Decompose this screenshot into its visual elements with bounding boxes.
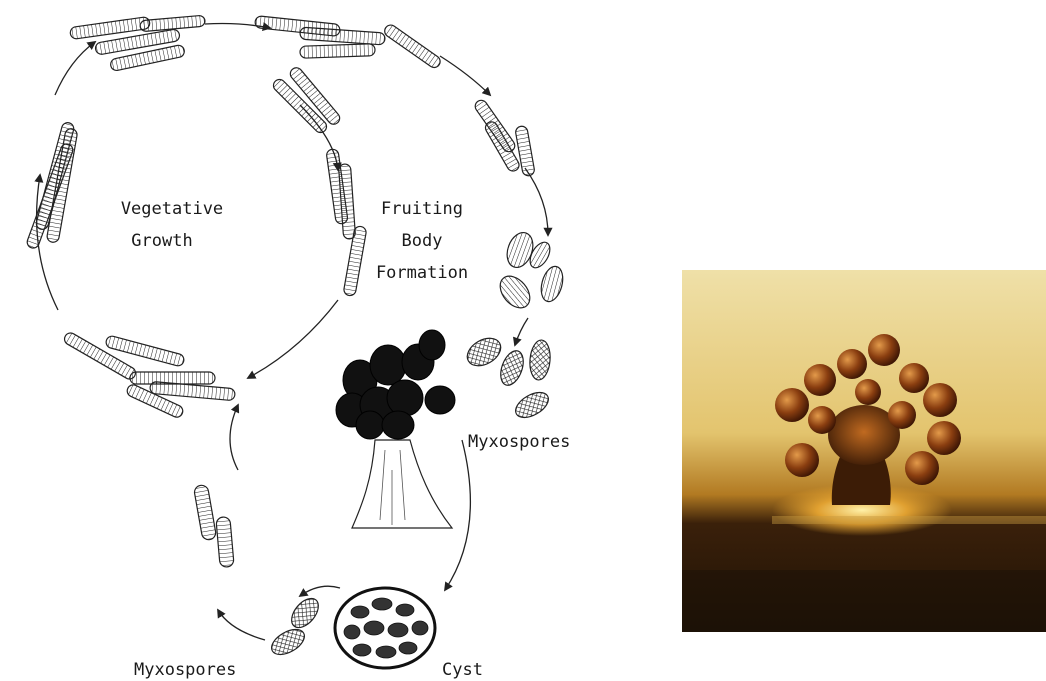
arrow-right-down-1 [440, 56, 490, 95]
rod-cell [300, 27, 386, 45]
rod-cell [338, 164, 355, 240]
rod-cell [216, 516, 234, 567]
arrow-right-down-3 [515, 318, 528, 345]
life-cycle-diagram: Vegetative Growth Fruiting Body Formatio… [0, 0, 700, 681]
cyst [335, 588, 435, 668]
myxospores-right [462, 333, 552, 423]
myxospore [286, 594, 323, 633]
rod-cell [130, 372, 215, 384]
forming-spores [494, 229, 566, 314]
label-growth: Growth [131, 231, 192, 251]
arrow-inner-to-bottomleft [248, 300, 338, 378]
vegetative-cells [26, 15, 536, 567]
fruiting-body-head [336, 330, 455, 439]
myxospore [528, 339, 551, 381]
label-fruiting: Fruiting [381, 199, 463, 219]
myxospore [511, 387, 552, 422]
rod-cell [382, 23, 442, 70]
myxospore [267, 624, 308, 659]
rod-cell [193, 484, 216, 541]
label-myxospores-right: Myxospores [468, 432, 570, 452]
rod-cell [300, 44, 375, 59]
fruiting-body-stalk [352, 440, 452, 528]
spore [538, 264, 567, 304]
fruiting-body-photo [682, 270, 1046, 632]
cycle-arrows [37, 24, 548, 641]
rod-cell [62, 331, 137, 381]
fruiting-body [336, 330, 455, 528]
arrow-cyst-to-myxo [300, 586, 340, 596]
label-cyst: Cyst [442, 660, 483, 680]
spore [494, 270, 536, 313]
label-myxospores-bottom: Myxospores [134, 660, 236, 680]
label-vegetative: Vegetative [121, 199, 223, 219]
myxospore [462, 333, 505, 372]
arrow-right-down-2 [525, 168, 548, 235]
rod-cell [140, 15, 206, 32]
label-body: Body [402, 231, 443, 251]
myxospores-bottom [267, 594, 323, 660]
arrow-myxo-to-cyst [445, 440, 470, 590]
arrow-left-up-2 [55, 42, 95, 95]
arrow-myxo-up-2 [230, 405, 238, 470]
myxospore [496, 348, 527, 389]
arrow-myxo-up-1 [218, 610, 265, 640]
label-formation: Formation [376, 263, 468, 283]
